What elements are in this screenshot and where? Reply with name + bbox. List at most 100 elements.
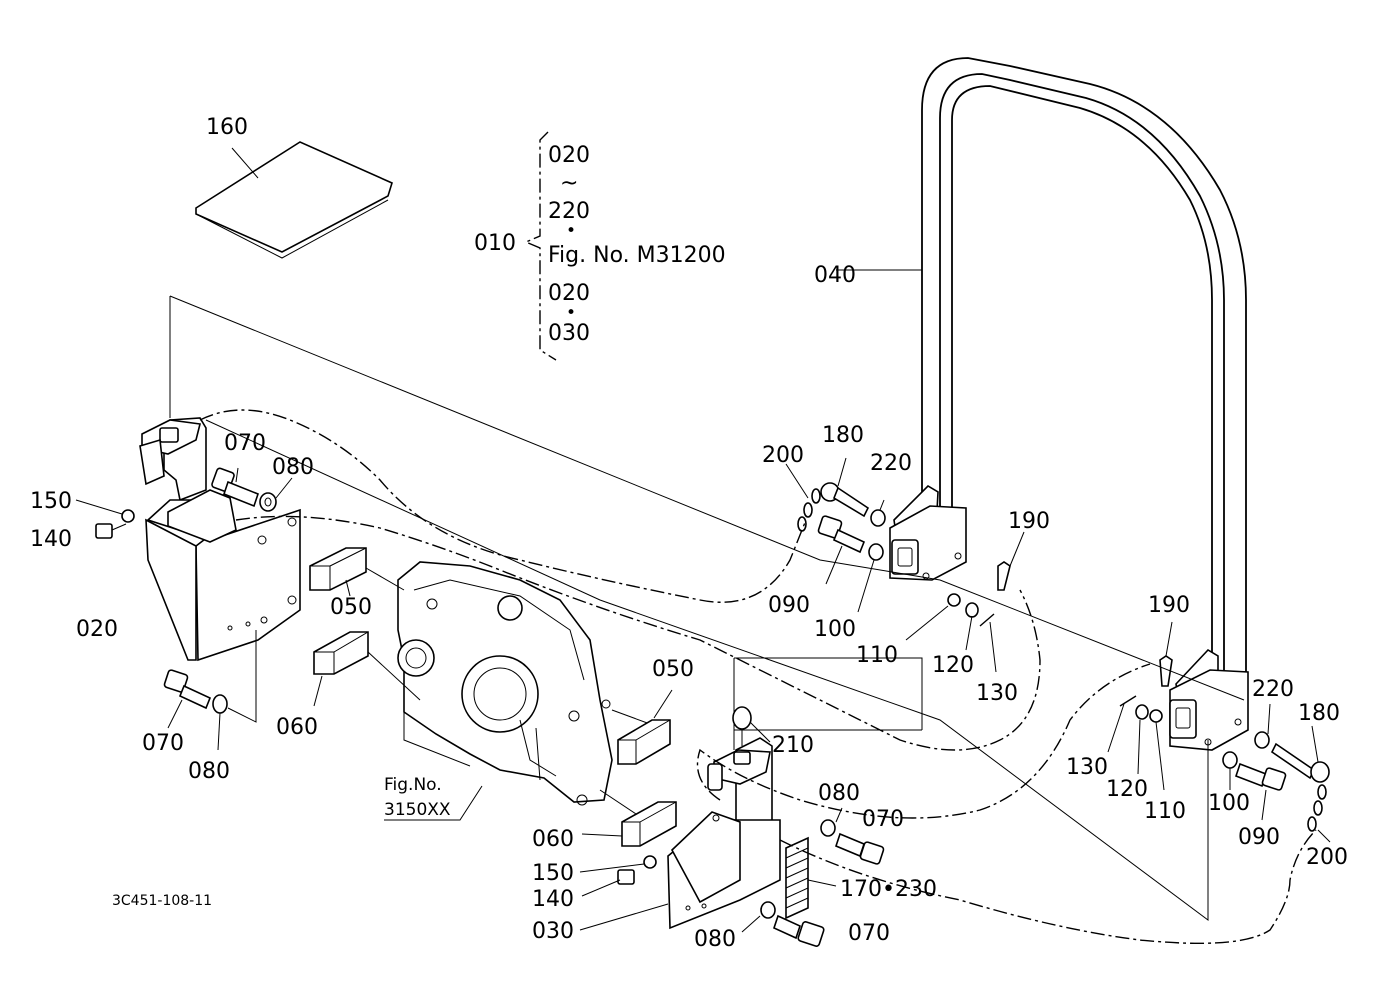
rubber-block-050-left [309, 547, 367, 597]
label-080-c: 080 [818, 781, 860, 806]
bracket-line-4: Fig. No. M31200 [548, 243, 726, 268]
rops-frame [836, 57, 1247, 690]
bolt-070-right-mid [835, 832, 885, 865]
chain-200-upper [785, 463, 821, 532]
right-bracket-030 [667, 658, 781, 930]
label-180-a: 180 [822, 423, 864, 448]
pin-180-upper [820, 457, 870, 518]
washer-100-upper [857, 543, 884, 613]
cotter-130-lower [1107, 695, 1137, 753]
label-070-b: 070 [142, 731, 184, 756]
pin-180-lower [1270, 725, 1330, 783]
label-070-d: 070 [848, 921, 890, 946]
label-200-a: 200 [762, 443, 804, 468]
gear-housing [365, 561, 651, 815]
chain-routing-lines [199, 409, 1317, 945]
label-190-b: 190 [1148, 593, 1190, 618]
bracket-line-1: ~ [560, 171, 578, 196]
label-170-230: 170•230 [840, 877, 937, 902]
label-150-a: 150 [30, 489, 72, 514]
cotter-130-upper [979, 613, 997, 673]
label-150-b: 150 [532, 861, 574, 886]
bolt-140-right [581, 869, 635, 897]
washer-220-lower [1254, 703, 1271, 749]
label-130-a: 130 [976, 681, 1018, 706]
label-130-b: 130 [1066, 755, 1108, 780]
bracket-line-3: • [566, 221, 576, 241]
bolt-090-upper [817, 515, 866, 585]
pin-socket-lower [1169, 648, 1249, 751]
knob-210 [732, 706, 771, 746]
label-080-b: 080 [188, 759, 230, 784]
bolt-070-bottom [773, 914, 825, 947]
label-030: 030 [532, 919, 574, 944]
label-050-b: 050 [652, 657, 694, 682]
fig-ref-line1: Fig.No. [384, 775, 442, 795]
washer-080-right-mid [820, 807, 843, 837]
label-220-b: 220 [1252, 677, 1294, 702]
label-040: 040 [814, 263, 856, 288]
bolt-140-left [95, 523, 127, 539]
washer-080-bottom [741, 901, 776, 933]
lynch-pin-190-upper [997, 531, 1025, 591]
label-110-b: 110 [1144, 799, 1186, 824]
fig-ref-3150XX: Fig.No. 3150XX [384, 775, 483, 821]
label-120-a: 120 [932, 653, 974, 678]
label-020: 020 [76, 617, 118, 642]
label-070-c: 070 [862, 807, 904, 832]
label-180-b: 180 [1298, 701, 1340, 726]
rubber-block-050-right [617, 689, 673, 765]
bracket-line-7: 030 [548, 321, 590, 346]
washer-080-upper-left [259, 477, 293, 512]
label-060-b: 060 [532, 827, 574, 852]
label-100-a: 100 [814, 617, 856, 642]
label-160: 160 [206, 115, 248, 140]
bracket-line-0: 020 [548, 143, 590, 168]
left-bracket-020 [139, 296, 301, 662]
bolt-090-lower [1234, 762, 1287, 821]
nut-110-upper [905, 593, 961, 641]
label-140-a: 140 [30, 527, 72, 552]
label-190-a: 190 [1008, 509, 1050, 534]
label-200-b: 200 [1306, 845, 1348, 870]
washer-120-lower [1135, 704, 1149, 775]
label-140-b: 140 [532, 887, 574, 912]
label-220-a: 220 [870, 451, 912, 476]
pin-socket-upper [889, 484, 967, 581]
fig-ref-line2: 3150XX [384, 800, 451, 820]
label-080-d: 080 [694, 927, 736, 952]
group-bracket [524, 131, 557, 361]
lynch-pin-190-lower [1159, 621, 1173, 687]
bolt-070-upper-left [211, 467, 259, 508]
washer-220-upper [870, 499, 886, 527]
label-070-a: 070 [224, 431, 266, 456]
label-080-a: 080 [272, 455, 314, 480]
nut-150-left [75, 499, 135, 523]
label-100-b: 100 [1208, 791, 1250, 816]
bracket-line-6: • [566, 303, 576, 323]
label-090-b: 090 [1238, 825, 1280, 850]
nut-110-lower [1149, 709, 1165, 791]
bracket-line-2: 220 [548, 199, 590, 224]
bracket-line-5: 020 [548, 281, 590, 306]
alignment-lines [169, 295, 1245, 921]
manual-booklet [195, 141, 393, 259]
chain-200-lower [1307, 784, 1331, 843]
decal-170-230 [785, 836, 837, 920]
label-110-a: 110 [856, 643, 898, 668]
washer-080-lower-left [212, 630, 257, 751]
bolt-070-lower-left [163, 669, 212, 729]
label-090-a: 090 [768, 593, 810, 618]
rubber-block-060-right [581, 801, 677, 847]
label-210: 210 [772, 733, 814, 758]
rubber-block-060-left [313, 631, 369, 707]
doc-code: 3C451-108-11 [112, 893, 212, 909]
label-120-b: 120 [1106, 777, 1148, 802]
washer-100-lower [1222, 751, 1238, 790]
label-050-a: 050 [330, 595, 372, 620]
washer-120-upper [965, 602, 979, 651]
label-060-a: 060 [276, 715, 318, 740]
nut-150-right [579, 855, 657, 873]
bracket-parent: 010 [474, 231, 516, 256]
